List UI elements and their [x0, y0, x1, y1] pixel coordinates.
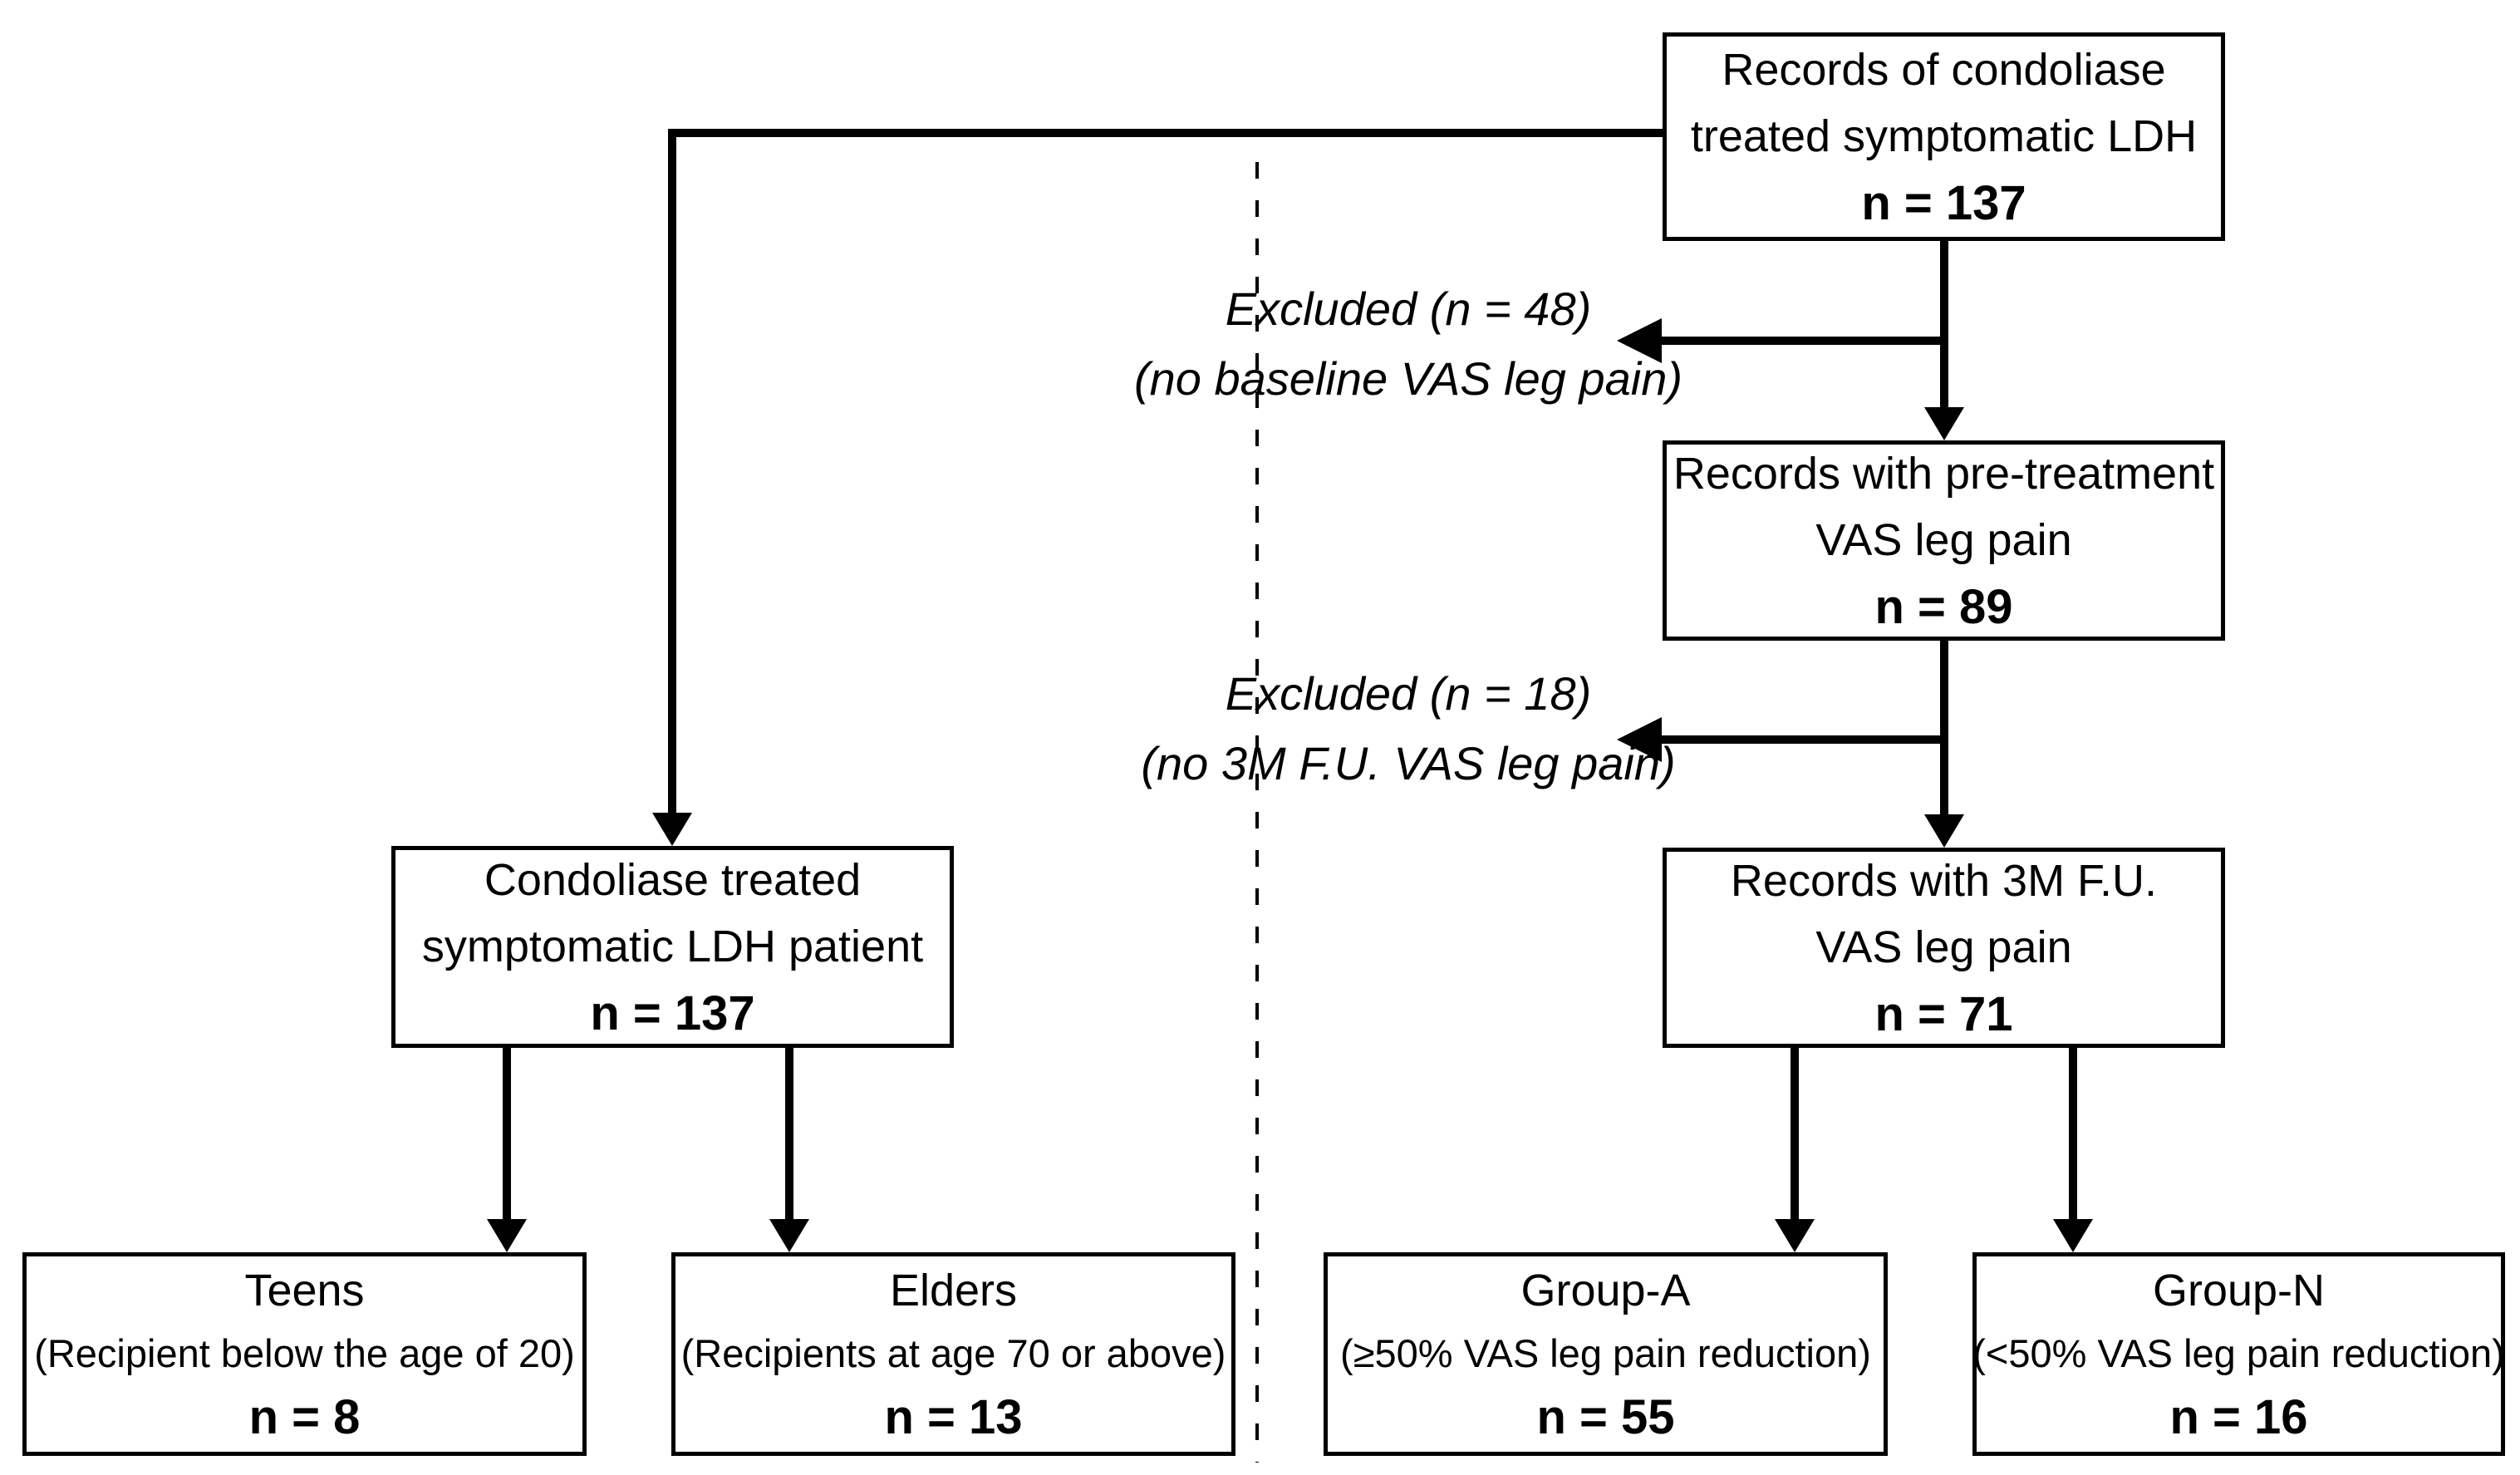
- box-condoliase-treated-patient-count: n = 137: [590, 986, 755, 1040]
- arrowhead-left-exclusion-1: [1617, 318, 1662, 363]
- box-pretreatment-vas-line1: Records with pre-treatment: [1673, 448, 2215, 499]
- box-group-n-criteria: (<50% VAS leg pain reduction): [1972, 1330, 2505, 1375]
- box-group-n: Group-N (<50% VAS leg pain reduction) n …: [1972, 1252, 2505, 1456]
- connector-patient-to-elders: [785, 1048, 793, 1219]
- box-group-n-title: Group-N: [2152, 1265, 2326, 1315]
- arrowhead-down-to-group-n-box: [2053, 1219, 2093, 1252]
- box-group-a: Group-A (≥50% VAS leg pain reduction) n …: [1324, 1252, 1888, 1456]
- box-condoliase-treated-patient: Condoliase treated symptomatic LDH patie…: [391, 846, 954, 1048]
- box-3m-fu-vas-count: n = 71: [1874, 986, 2013, 1041]
- box-3m-fu-vas-line2: VAS leg pain: [1815, 922, 2072, 972]
- box-records-condoliase-ldh-line2: treated symptomatic LDH: [1690, 111, 2198, 161]
- connector-records-to-pretreatment: [1940, 241, 1948, 409]
- box-3m-fu-vas: Records with 3M F.U. VAS leg pain n = 71: [1663, 848, 2225, 1048]
- exclusion-note-1-line2: (no baseline VAS leg pain): [1134, 352, 1682, 405]
- connector-3mfu-to-group-n: [2069, 1048, 2077, 1219]
- box-group-n-count: n = 16: [2169, 1389, 2308, 1444]
- box-pretreatment-vas-line2: VAS leg pain: [1815, 514, 2072, 565]
- connector-3mfu-to-group-a: [1791, 1048, 1799, 1219]
- box-pretreatment-vas: Records with pre-treatment VAS leg pain …: [1663, 440, 2225, 641]
- box-condoliase-treated-patient-line2: symptomatic LDH patient: [421, 921, 924, 971]
- connector-pretreatment-to-3mfu: [1940, 641, 1948, 816]
- box-group-a-criteria: (≥50% VAS leg pain reduction): [1340, 1330, 1871, 1375]
- box-elders-count: n = 13: [884, 1389, 1023, 1444]
- box-elders-criteria: (Recipients at age 70 or above): [680, 1330, 1226, 1375]
- arrowhead-down-to-pretreatment-box: [1924, 407, 1964, 440]
- box-records-condoliase-ldh-line1: Records of condoliase: [1722, 44, 2166, 95]
- arrowhead-down-to-patient-box: [652, 813, 692, 846]
- box-teens-title: Teens: [244, 1265, 365, 1315]
- box-records-condoliase-ldh: Records of condoliase treated symptomati…: [1663, 32, 2225, 241]
- connector-patient-to-teens: [503, 1048, 511, 1219]
- connector-exclusion-2: [1662, 735, 1944, 744]
- box-group-a-title: Group-A: [1520, 1265, 1691, 1315]
- exclusion-note-1: Excluded (n = 48) (no baseline VAS leg p…: [1076, 274, 1741, 414]
- arrowhead-down-to-group-a-box: [1775, 1219, 1815, 1252]
- arrowhead-down-to-teens-box: [487, 1219, 527, 1252]
- exclusion-note-2: Excluded (n = 18) (no 3M F.U. VAS leg pa…: [1076, 659, 1741, 799]
- exclusion-note-2-line1: Excluded (n = 18): [1225, 667, 1592, 720]
- box-records-condoliase-ldh-count: n = 137: [1861, 175, 2026, 230]
- box-elders: Elders (Recipients at age 70 or above) n…: [671, 1252, 1235, 1456]
- arrowhead-down-to-3mfu-box: [1924, 814, 1964, 848]
- box-teens-criteria: (Recipient below the age of 20): [34, 1330, 575, 1375]
- exclusion-note-1-line1: Excluded (n = 48): [1225, 283, 1592, 335]
- arrowhead-left-exclusion-2: [1617, 717, 1662, 762]
- arrowhead-down-to-elders-box: [769, 1219, 809, 1252]
- box-teens: Teens (Recipient below the age of 20) n …: [22, 1252, 587, 1456]
- connector-top-to-left-horizontal: [668, 129, 1663, 137]
- connector-top-to-left-vertical: [668, 129, 676, 814]
- box-pretreatment-vas-count: n = 89: [1874, 579, 2013, 634]
- box-elders-title: Elders: [889, 1265, 1018, 1315]
- box-3m-fu-vas-line1: Records with 3M F.U.: [1730, 855, 2158, 906]
- exclusion-note-2-line2: (no 3M F.U. VAS leg pain): [1141, 737, 1676, 789]
- box-group-a-count: n = 55: [1536, 1389, 1675, 1444]
- box-teens-count: n = 8: [248, 1389, 361, 1444]
- box-condoliase-treated-patient-line1: Condoliase treated: [484, 854, 862, 905]
- connector-exclusion-1: [1662, 337, 1944, 345]
- dashed-separator-line: [1255, 162, 1259, 1463]
